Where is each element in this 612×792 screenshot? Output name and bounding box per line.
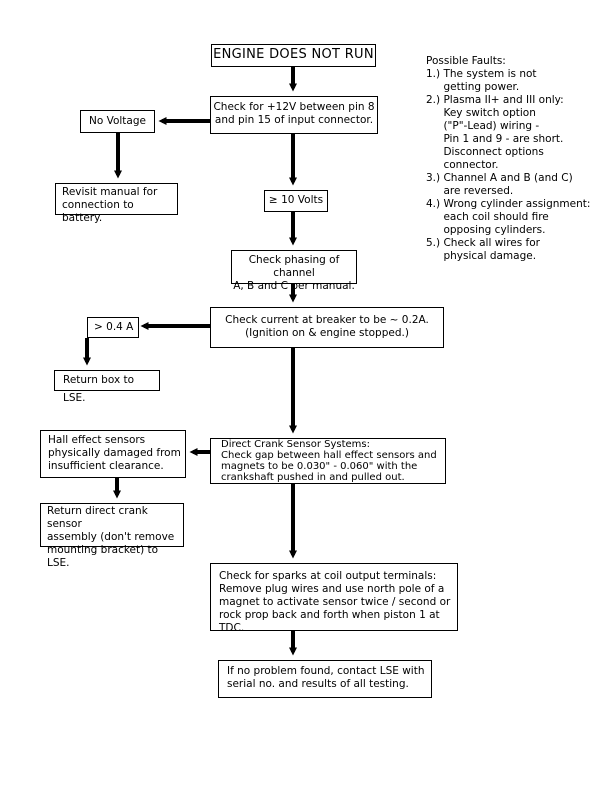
over-current-box: > 0.4 A — [87, 317, 139, 338]
crank-line-4: crankshaft pushed in and pulled out. — [221, 472, 405, 483]
revisit-line-2: connection to battery. — [62, 199, 134, 224]
fault-text-line: are reversed. — [443, 185, 514, 197]
fault-text-line: Disconnect options — [443, 146, 544, 158]
ge-symbol: ≥ — [268, 194, 278, 206]
no-problem-line-2: serial no. and results of all testing. — [227, 678, 409, 690]
fault-text-line: each coil should fire — [443, 211, 549, 223]
fault-text-line: connector. — [443, 159, 499, 171]
phasing-box: Check phasing of channel A, B and C per … — [231, 250, 357, 292]
return-crank-box: Return direct crank sensor assembly (don… — [40, 503, 184, 569]
fault-text: Wrong cylinder assignment:each coil shou… — [443, 198, 606, 237]
current-box: Check current at breaker to be ~ 0.2A. (… — [210, 307, 444, 348]
sparks-line-4: rock prop back and forth when piston 1 a… — [219, 609, 440, 634]
fault-text: Channel A and B (and C)are reversed. — [443, 172, 606, 198]
fault-text-line: getting power. — [443, 81, 520, 93]
check-voltage-line-1: Check for +12V between pin 8 — [213, 101, 375, 113]
fault-text-line: opposing cylinders. — [443, 224, 546, 236]
fault-item: 4.) Wrong cylinder assignment:each coil … — [426, 198, 606, 237]
ten-volts-label: ≥ 10 Volts — [269, 194, 323, 206]
no-voltage-box: No Voltage — [80, 110, 155, 133]
return-box-label: Return box to LSE. — [63, 374, 135, 404]
phasing-line-2: A, B and C per manual. — [233, 280, 355, 292]
fault-number: 3.) — [426, 172, 444, 184]
no-problem-line-1: If no problem found, contact LSE with — [227, 665, 425, 677]
hall-line-2: physically damaged from — [48, 447, 181, 459]
crank-line-1: Direct Crank Sensor Systems: — [221, 439, 370, 450]
crank-line-3: magnets to be 0.030" - 0.060" with the — [221, 461, 418, 472]
crank-line-2: Check gap between hall effect sensors an… — [221, 450, 437, 461]
over-current-label: > 0.4 A — [94, 321, 134, 333]
fault-text-line: Pin 1 and 9 - are short. — [443, 133, 564, 145]
fault-text-line: The system is not — [443, 68, 537, 80]
sparks-line-3: magnet to activate sensor twice / second… — [219, 596, 451, 608]
fault-text: Plasma II+ and III only:Key switch optio… — [443, 94, 606, 172]
no-voltage-label: No Voltage — [88, 115, 146, 127]
sparks-line-1: Check for sparks at coil output terminal… — [219, 570, 437, 582]
check-voltage-line-2: and pin 15 of input connector. — [214, 114, 374, 126]
fault-text-line: Plasma II+ and III only: — [443, 94, 564, 106]
hall-box: Hall effect sensors physically damaged f… — [40, 430, 186, 478]
sparks-line-2: Remove plug wires and use north pole of … — [219, 583, 445, 595]
start-label: ENGINE DOES NOT RUN — [213, 47, 374, 62]
fault-number: 1.) — [426, 68, 444, 80]
check-voltage-box: Check for +12V between pin 8 and pin 15 … — [210, 96, 378, 134]
fault-number: 2.) — [426, 94, 444, 106]
fault-text-line: Check all wires for — [443, 237, 540, 249]
return-crank-line-1: Return direct crank sensor — [47, 505, 148, 530]
sparks-box: Check for sparks at coil output terminal… — [210, 563, 458, 634]
ten-volts-box: ≥ 10 Volts — [264, 190, 328, 212]
revisit-line-1: Revisit manual for — [62, 186, 158, 198]
fault-item: 2.) Plasma II+ and III only:Key switch o… — [426, 94, 606, 172]
current-line-1: Check current at breaker to be ~ 0.2A. — [225, 314, 429, 326]
fault-text-line: physical damage. — [443, 250, 537, 262]
return-crank-line-2: assembly (don't remove — [47, 531, 175, 543]
fault-text-line: Wrong cylinder assignment: — [443, 198, 591, 210]
crank-box: Direct Crank Sensor Systems: Check gap b… — [210, 438, 446, 484]
return-box-box: Return box to LSE. — [54, 370, 160, 404]
ten-volts-text: 10 Volts — [281, 194, 324, 206]
fault-item: 3.) Channel A and B (and C)are reversed. — [426, 172, 606, 198]
no-problem-box: If no problem found, contact LSE with se… — [218, 660, 432, 698]
return-crank-line-3: mounting bracket) to LSE. — [47, 544, 159, 569]
fault-number: 4.) — [426, 198, 444, 210]
fault-text-line: Key switch option — [443, 107, 536, 119]
fault-text-line: ("P"-Lead) wiring - — [443, 120, 540, 132]
fault-number: 5.) — [426, 237, 444, 249]
current-line-2: (Ignition on & engine stopped.) — [245, 327, 409, 339]
revisit-box: Revisit manual for connection to battery… — [55, 183, 178, 224]
start-box: ENGINE DOES NOT RUN — [211, 44, 376, 67]
phasing-line-1: Check phasing of channel — [248, 254, 340, 279]
fault-text-line: Channel A and B (and C) — [443, 172, 573, 184]
hall-line-1: Hall effect sensors — [48, 434, 146, 446]
hall-line-3: insufficient clearance. — [48, 460, 164, 472]
faults-title: Possible Faults: — [426, 55, 506, 67]
